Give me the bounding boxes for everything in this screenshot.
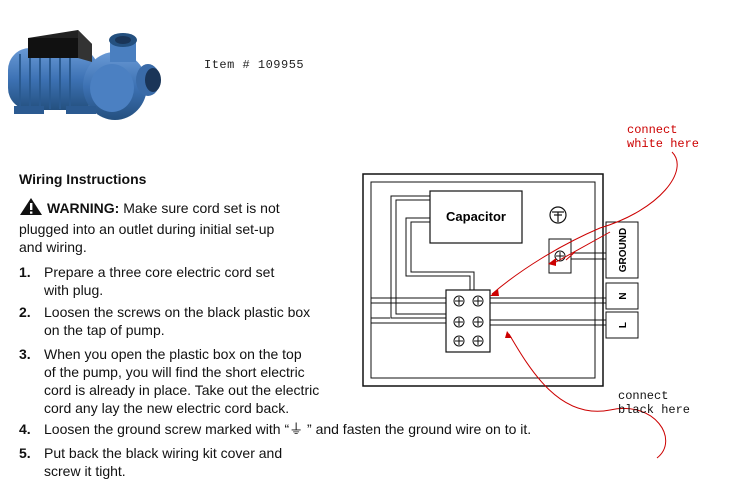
step-text: cord is already in place. Take out the e… (44, 382, 320, 398)
line-label-box (605, 311, 639, 339)
neutral-label-box (605, 282, 639, 310)
step-text: Loosen the screws on the black plastic b… (44, 304, 311, 320)
step-number: 2. (19, 304, 31, 320)
annotation-line: connect (627, 123, 678, 137)
step-text: Put back the black wiring kit cover and (44, 445, 283, 461)
annotation-connect-black: connect black here (618, 389, 690, 417)
section-heading: Wiring Instructions (19, 171, 147, 187)
white-arrow (491, 151, 678, 295)
capacitor-label: Capacitor (446, 209, 506, 224)
annotation-line: connect (618, 389, 669, 403)
annotation-connect-white: connect white here (627, 123, 699, 151)
step-text: with plug. (44, 282, 104, 298)
neutral-label: N (618, 292, 629, 299)
warning-text: Make sure cord set is not (119, 200, 280, 216)
annotation-line: white here (627, 137, 700, 151)
step-number: 4. (19, 421, 31, 437)
warning-label: WARNING: (47, 200, 120, 216)
pump-image (8, 30, 161, 120)
step-text: of the pump, you will find the short ele… (44, 364, 305, 380)
line-label: L (618, 322, 629, 328)
step-number: 3. (19, 346, 31, 362)
warning-icon (19, 197, 43, 220)
black-arrow (508, 333, 667, 459)
ground-label: GROUND (618, 228, 629, 272)
ground-symbol-icon (549, 206, 567, 224)
ground-arrow (565, 251, 576, 261)
warning-text: plugged into an outlet during initial se… (19, 221, 275, 237)
step-text: on the tap of pump. (44, 322, 165, 338)
step-text: When you open the plastic box on the top (44, 346, 302, 362)
step-text: Prepare a three core electric cord set (44, 264, 275, 280)
ground-label-box (605, 221, 639, 279)
junction-box-outer (362, 173, 604, 387)
junction-box-inner (370, 181, 596, 379)
capacitor-box (429, 190, 523, 244)
step-number: 5. (19, 445, 31, 461)
step-text: Loosen the ground screw marked with “⏚ ”… (44, 421, 532, 437)
step-text: screw it tight. (44, 463, 126, 479)
step-text: cord any lay the new electric cord back. (44, 400, 290, 416)
step-number: 1. (19, 264, 31, 280)
item-number: Item # 109955 (204, 58, 305, 72)
annotation-line: black here (618, 403, 691, 417)
terminal-block (445, 289, 491, 353)
warning-text: and wiring. (19, 239, 87, 255)
warning-block: WARNING: Make sure cord set is not plugg… (19, 197, 339, 256)
